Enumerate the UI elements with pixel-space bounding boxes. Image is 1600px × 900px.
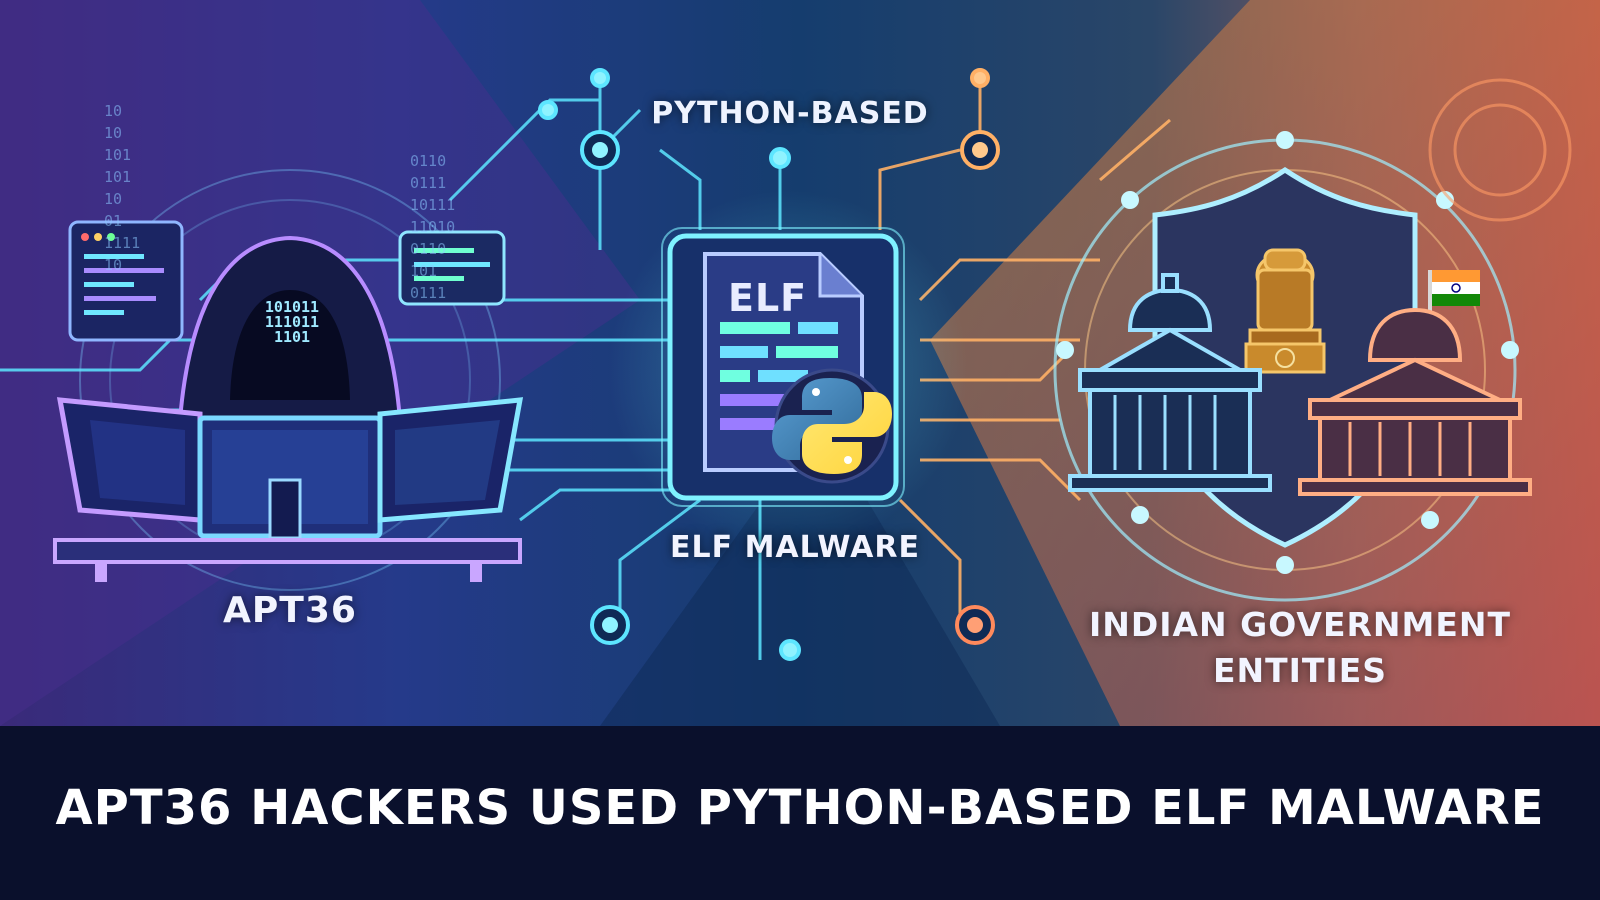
illustration [0, 0, 1600, 726]
hood-binary-line: 111011 [264, 313, 320, 331]
python-based-label: PYTHON-BASED [651, 96, 929, 131]
government-building-icon [1298, 307, 1532, 496]
hacker-icon [53, 235, 524, 582]
target-label-line: INDIAN GOVERNMENT [1088, 605, 1512, 644]
python-logo-icon [772, 368, 892, 484]
circuit-nodes [538, 68, 1000, 661]
elf-file-label: ELF [728, 276, 808, 320]
hood-binary-line: 1101 [273, 328, 311, 346]
code-window-icon [398, 230, 506, 306]
apt36-label: APT36 [223, 590, 357, 631]
target-label-line: ENTITIES [1212, 651, 1388, 690]
ring-nodes [1056, 131, 1519, 574]
binary-column: 0110 0111 10111 11010 0110 101 0111 [410, 152, 456, 302]
emblem-icon [1244, 248, 1326, 374]
hood-binary-line: 101011 [264, 298, 320, 316]
binary-column: 10 10 101 101 10 01 1111 10 [104, 102, 141, 274]
code-window-icon [68, 220, 184, 342]
indian-government-label: INDIAN GOVERNMENT ENTITIES [1070, 602, 1530, 694]
flag-icon [1428, 270, 1480, 340]
hood-binary: 101011 111011 1101 [252, 300, 332, 345]
elf-malware-label: ELF MALWARE [670, 530, 920, 565]
banner-title: APT36 HACKERS USED PYTHON-BASED ELF MALW… [55, 780, 1545, 836]
title-banner: APT36 HACKERS USED PYTHON-BASED ELF MALW… [0, 726, 1600, 900]
government-building-icon [1068, 273, 1272, 492]
